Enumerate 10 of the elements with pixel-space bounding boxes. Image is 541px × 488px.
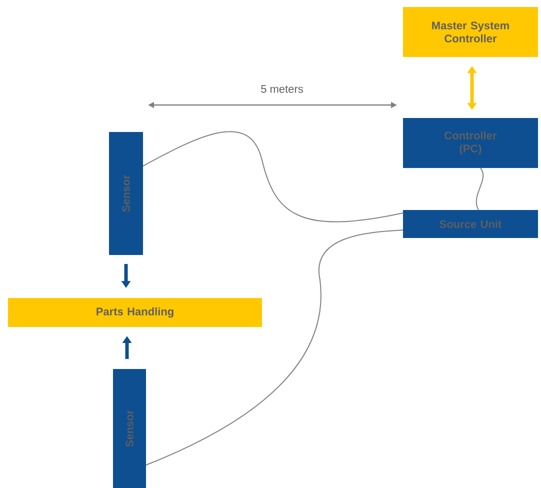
controller-box: Controller (PC)	[403, 118, 538, 168]
controller-box: Master System Controller	[403, 7, 538, 57]
parts-handling-box: Parts Handling	[8, 298, 262, 327]
cable-line	[142, 131, 404, 222]
dimension-label: 5 meters	[260, 84, 304, 94]
cable-line	[476, 168, 484, 210]
sensor-box: Sensor	[113, 369, 146, 488]
cable-line	[146, 230, 404, 466]
sensor-box: Sensor	[109, 132, 143, 255]
source-unit-box: Source Unit	[403, 210, 538, 238]
